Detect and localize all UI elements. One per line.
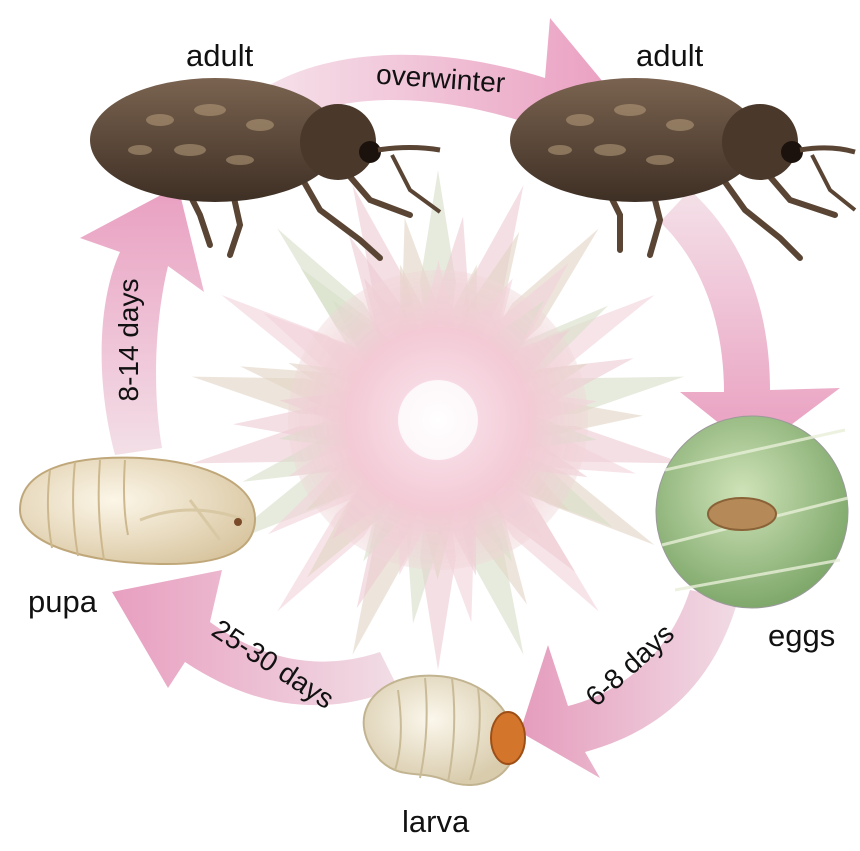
label-adult-left: adult: [186, 40, 253, 71]
arrow-adult-to-eggs: [660, 190, 840, 452]
label-eggs: eggs: [768, 620, 835, 651]
larva: [364, 676, 525, 785]
label-larva: larva: [402, 806, 469, 837]
label-adult-right: adult: [636, 40, 703, 71]
pupa: [20, 458, 255, 564]
duration-pupa-to-adult: 8-14 days: [113, 279, 144, 402]
eggs-on-leaf: [656, 416, 848, 608]
label-pupa: pupa: [28, 586, 97, 617]
thistle-background: [189, 170, 688, 670]
